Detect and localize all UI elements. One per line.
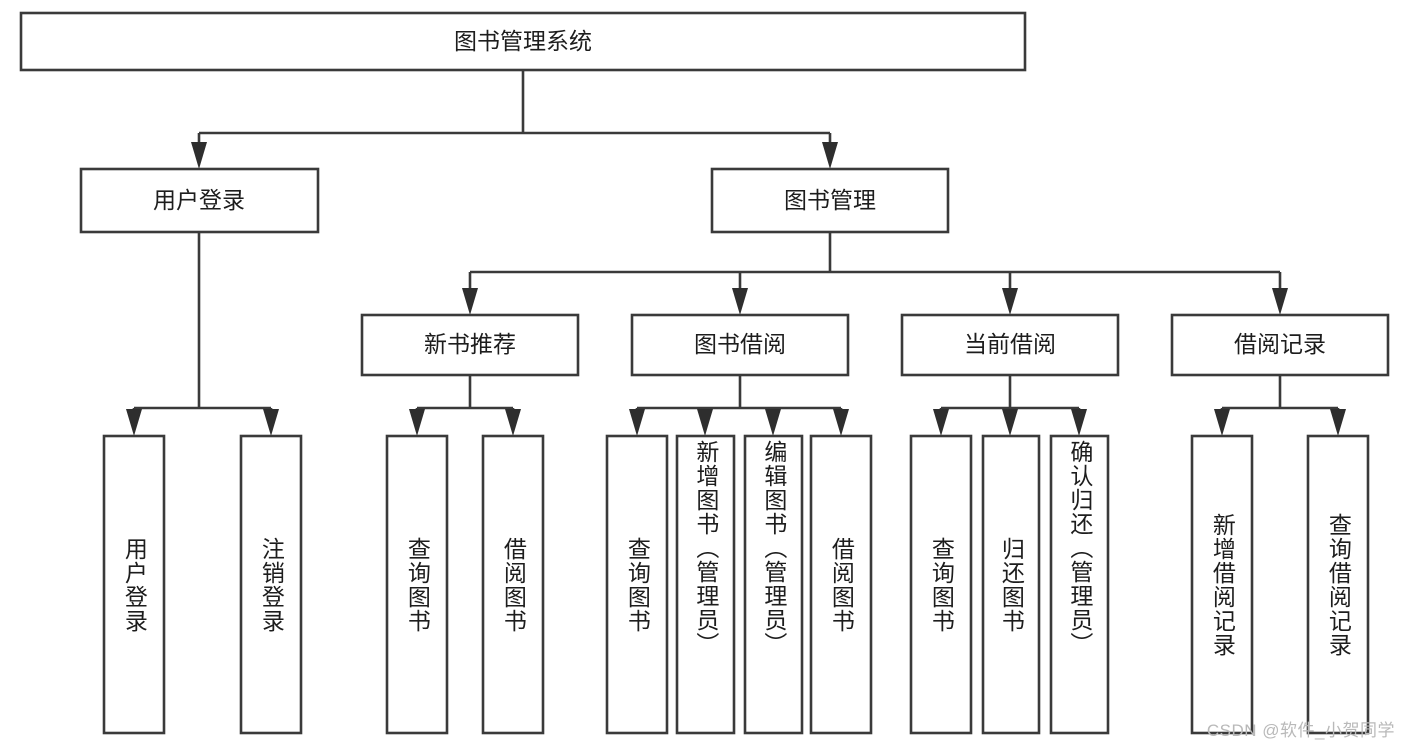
node-book-manage-box[interactable] — [710, 167, 950, 234]
arrow-head-leaf-add-record — [1214, 409, 1230, 436]
node-book-borrow-box[interactable] — [630, 313, 850, 377]
arrow-head-leaf-edit-book — [765, 409, 781, 436]
connector-group-root-to-level2 — [191, 70, 838, 169]
node-new-book-recommend-label: 新书推荐 — [424, 331, 516, 357]
node-new-book-recommend[interactable]: 新书推荐 — [360, 313, 580, 377]
arrow-head-leaf-query-book-borrow — [629, 409, 645, 436]
arrow-head-leaf-query-book-rec — [409, 409, 425, 436]
leaf-query-book-cur-box[interactable] — [909, 434, 973, 735]
arrow-head-leaf-logout-login — [263, 409, 279, 436]
leaf-query-book-rec-box[interactable] — [385, 434, 449, 735]
arrow-head-current-borrow — [1002, 288, 1018, 315]
leaf-add-book-box[interactable] — [675, 434, 736, 735]
arrow-head-leaf-borrow-book-rec — [505, 409, 521, 436]
connector-group-current-borrow-to-leaves — [933, 375, 1087, 436]
node-book-borrow-label: 图书借阅 — [694, 331, 786, 357]
connector-group-new-book-recommend-to-leaves — [409, 375, 521, 436]
arrow-head-book-manage — [822, 142, 838, 169]
node-borrow-record-label: 借阅记录 — [1234, 331, 1326, 357]
arrow-head-leaf-query-book-cur — [933, 409, 949, 436]
connector-group-book-manage-to-level3 — [462, 232, 1288, 315]
node-book-borrow[interactable]: 图书借阅 — [630, 313, 850, 377]
node-borrow-record[interactable]: 借阅记录 — [1170, 313, 1390, 377]
arrow-head-borrow-record — [1272, 288, 1288, 315]
leaf-logout-login-box[interactable] — [239, 434, 303, 735]
node-user-login-box[interactable] — [79, 167, 320, 234]
arrow-head-leaf-add-book — [697, 409, 713, 436]
arrow-head-leaf-return-book — [1002, 409, 1018, 436]
node-book-manage-label: 图书管理 — [784, 187, 876, 213]
node-current-borrow-box[interactable] — [900, 313, 1120, 377]
arrow-head-new-book-recommend — [462, 288, 478, 315]
leaf-box-group — [102, 434, 1370, 735]
node-borrow-record-box[interactable] — [1170, 313, 1390, 377]
leaf-query-record-box[interactable] — [1306, 434, 1370, 735]
node-current-borrow-label: 当前借阅 — [964, 331, 1056, 357]
connector-group-borrow-record-to-leaves — [1214, 375, 1346, 436]
leaf-user-login-box[interactable] — [102, 434, 166, 735]
leaf-add-record-box[interactable] — [1190, 434, 1254, 735]
leaf-confirm-return-box[interactable] — [1049, 434, 1110, 735]
arrow-head-leaf-user-login — [126, 409, 142, 436]
arrow-head-leaf-confirm-return — [1071, 409, 1087, 436]
leaf-edit-book-box[interactable] — [743, 434, 804, 735]
leaf-borrow-book-rec-box[interactable] — [481, 434, 545, 735]
node-user-login-label: 用户登录 — [153, 187, 245, 213]
node-book-manage[interactable]: 图书管理 — [710, 167, 950, 234]
arrow-head-leaf-borrow-book — [833, 409, 849, 436]
arrow-head-user-login — [191, 142, 207, 169]
connector-group-user-login-to-leaves — [126, 232, 279, 436]
arrow-head-book-borrow — [732, 288, 748, 315]
node-root-label: 图书管理系统 — [454, 28, 592, 54]
leaf-query-book-borrow-box[interactable] — [605, 434, 669, 735]
node-current-borrow[interactable]: 当前借阅 — [900, 313, 1120, 377]
arrow-head-leaf-query-record — [1330, 409, 1346, 436]
leaf-return-book-box[interactable] — [981, 434, 1041, 735]
leaf-borrow-book-box[interactable] — [809, 434, 873, 735]
connector-group-book-borrow-to-leaves — [629, 375, 849, 436]
node-root-box[interactable] — [19, 11, 1027, 72]
node-root[interactable]: 图书管理系统 — [19, 11, 1027, 72]
watermark-text: CSDN @软件_小贺同学 — [1206, 721, 1395, 740]
node-user-login[interactable]: 用户登录 — [79, 167, 320, 234]
node-new-book-recommend-box[interactable] — [360, 313, 580, 377]
